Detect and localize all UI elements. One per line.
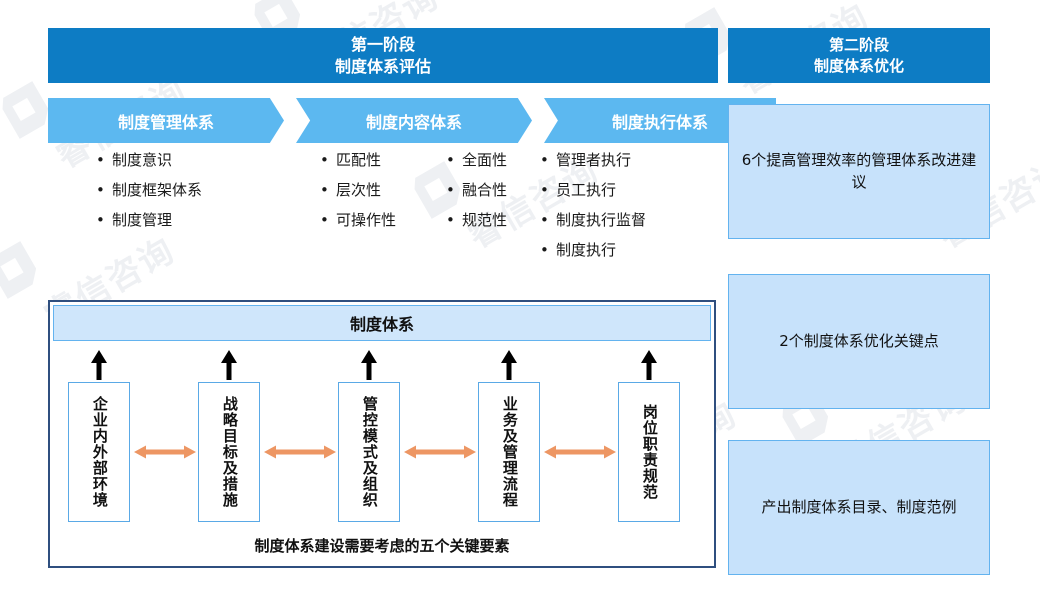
list-item-label: 制度执行 — [556, 241, 617, 259]
list-item: • 制度意识 — [96, 153, 202, 168]
framework-arrow-row — [50, 344, 714, 382]
bullet-dot-icon: • — [540, 151, 549, 169]
chevron-step-3-label: 制度执行体系 — [611, 112, 708, 132]
double-arrow-icon — [404, 445, 476, 459]
chevron-step-1-label: 制度管理体系 — [117, 112, 214, 132]
list-item-label: 可操作性 — [336, 211, 397, 229]
phase2-column: 第二阶段 制度体系优化 6个提高管理效率的管理体系改进建议 2个制度体系优化关键… — [728, 28, 990, 575]
list-item-label: 层次性 — [336, 181, 382, 199]
chevron-step-1[interactable]: 制度管理体系 — [48, 98, 284, 143]
list-item: • 规范性 — [446, 213, 507, 228]
list-item-label: 员工执行 — [556, 181, 617, 199]
bullet-dot-icon: • — [96, 181, 105, 199]
bullet-dot-icon: • — [96, 151, 105, 169]
element-box-4[interactable]: 业务及管理流程 — [478, 382, 540, 522]
double-arrow-icon — [134, 445, 196, 459]
phase1-column: 第一阶段 制度体系评估 制度管理体系 制度内容体系 制度执行体系 • 制度意识 … — [48, 28, 776, 288]
element-box-4-label: 业务及管理流程 — [500, 396, 519, 508]
up-arrow-icon — [221, 350, 237, 380]
phase2-panel-2[interactable]: 2个制度体系优化关键点 — [728, 274, 990, 409]
chevron-step-2[interactable]: 制度内容体系 — [296, 98, 532, 143]
list-item-label: 制度框架体系 — [112, 181, 203, 199]
list-item: • 融合性 — [446, 183, 507, 198]
list-item: • 可操作性 — [320, 213, 396, 228]
phase2-panel-1[interactable]: 6个提高管理效率的管理体系改进建议 — [728, 104, 990, 239]
list-item: • 制度管理 — [96, 213, 202, 228]
bullet-dot-icon: • — [446, 181, 455, 199]
element-box-2-label: 战略目标及措施 — [220, 396, 239, 508]
bullet-dot-icon: • — [540, 211, 549, 229]
list-item-label: 规范性 — [462, 211, 508, 229]
watermark-logo-icon — [0, 81, 54, 139]
phase2-title-line1: 第二阶段 — [828, 36, 889, 55]
phase1-header-banner: 第一阶段 制度体系评估 — [48, 28, 718, 83]
bullet-dot-icon: • — [540, 181, 549, 199]
element-box-3[interactable]: 管控模式及组织 — [338, 382, 400, 522]
up-arrow-icon — [501, 350, 517, 380]
list-item-label: 融合性 — [462, 181, 508, 199]
element-box-5-label: 岗位职责规范 — [640, 404, 659, 500]
phase2-header-banner: 第二阶段 制度体系优化 — [728, 28, 990, 83]
phase2-panel-2-label: 2个制度体系优化关键点 — [779, 331, 939, 350]
chevron-step-2-label: 制度内容体系 — [365, 112, 462, 132]
phase2-panel-3-label: 产出制度体系目录、制度范例 — [761, 497, 957, 516]
list-item-label: 制度管理 — [112, 211, 173, 229]
bullet-dot-icon: • — [446, 211, 455, 229]
phase1-title-line2: 制度体系评估 — [334, 56, 431, 76]
list-item: • 管理者执行 — [540, 153, 646, 168]
bullet-column-2: • 匹配性 • 层次性 • 可操作性 — [320, 153, 396, 243]
framework-element-row: 企业内外部环境 战略目标及措施 管控模式及组织 业务及管理流程 岗位职责规范 — [50, 382, 714, 527]
list-item-label: 制度执行监督 — [556, 211, 647, 229]
list-item-label: 制度意识 — [112, 151, 173, 169]
element-box-2[interactable]: 战略目标及措施 — [198, 382, 260, 522]
element-box-5[interactable]: 岗位职责规范 — [618, 382, 680, 522]
list-item: • 匹配性 — [320, 153, 396, 168]
element-box-1-label: 企业内外部环境 — [90, 396, 109, 508]
list-item: • 全面性 — [446, 153, 507, 168]
list-item-label: 管理者执行 — [556, 151, 632, 169]
double-arrow-icon — [544, 445, 616, 459]
list-item: • 制度框架体系 — [96, 183, 202, 198]
list-item: • 制度执行 — [540, 243, 646, 258]
phase2-panel-3[interactable]: 产出制度体系目录、制度范例 — [728, 440, 990, 575]
bullet-dot-icon: • — [320, 211, 329, 229]
double-arrow-icon — [264, 445, 336, 459]
phase2-title-line2: 制度体系优化 — [813, 56, 904, 75]
phase1-title-line1: 第一阶段 — [350, 34, 415, 54]
bullet-column-4: • 管理者执行 • 员工执行 • 制度执行监督 • 制度执行 — [540, 153, 646, 273]
framework-diagram: 制度体系 企业内外部环境 战略目标及措施 管控模式及组织 业务及管理流程 岗位职… — [48, 300, 716, 568]
bullet-dot-icon: • — [320, 181, 329, 199]
list-item: • 制度执行监督 — [540, 213, 646, 228]
bullet-dot-icon: • — [96, 211, 105, 229]
bullet-dot-icon: • — [446, 151, 455, 169]
element-box-1[interactable]: 企业内外部环境 — [68, 382, 130, 522]
list-item-label: 全面性 — [462, 151, 508, 169]
bullet-dot-icon: • — [540, 241, 549, 259]
bullet-column-3: • 全面性 • 融合性 • 规范性 — [446, 153, 507, 243]
chevron-band: 制度管理体系 制度内容体系 制度执行体系 — [48, 98, 776, 143]
list-item: • 层次性 — [320, 183, 396, 198]
up-arrow-icon — [361, 350, 377, 380]
element-box-3-label: 管控模式及组织 — [360, 396, 379, 508]
list-item: • 员工执行 — [540, 183, 646, 198]
bullet-columns: • 制度意识 • 制度框架体系 • 制度管理 • 匹配性 • 层次性 • — [48, 153, 718, 288]
bullet-column-1: • 制度意识 • 制度框架体系 • 制度管理 — [96, 153, 202, 243]
phase2-panel-1-label: 6个提高管理效率的管理体系改进建议 — [741, 150, 977, 191]
framework-caption: 制度体系建设需要考虑的五个关键要素 — [254, 537, 510, 555]
framework-title-band: 制度体系 — [53, 305, 711, 341]
up-arrow-icon — [91, 350, 107, 380]
bullet-dot-icon: • — [320, 151, 329, 169]
up-arrow-icon — [641, 350, 657, 380]
watermark-logo-icon — [0, 241, 42, 299]
list-item-label: 匹配性 — [336, 151, 382, 169]
